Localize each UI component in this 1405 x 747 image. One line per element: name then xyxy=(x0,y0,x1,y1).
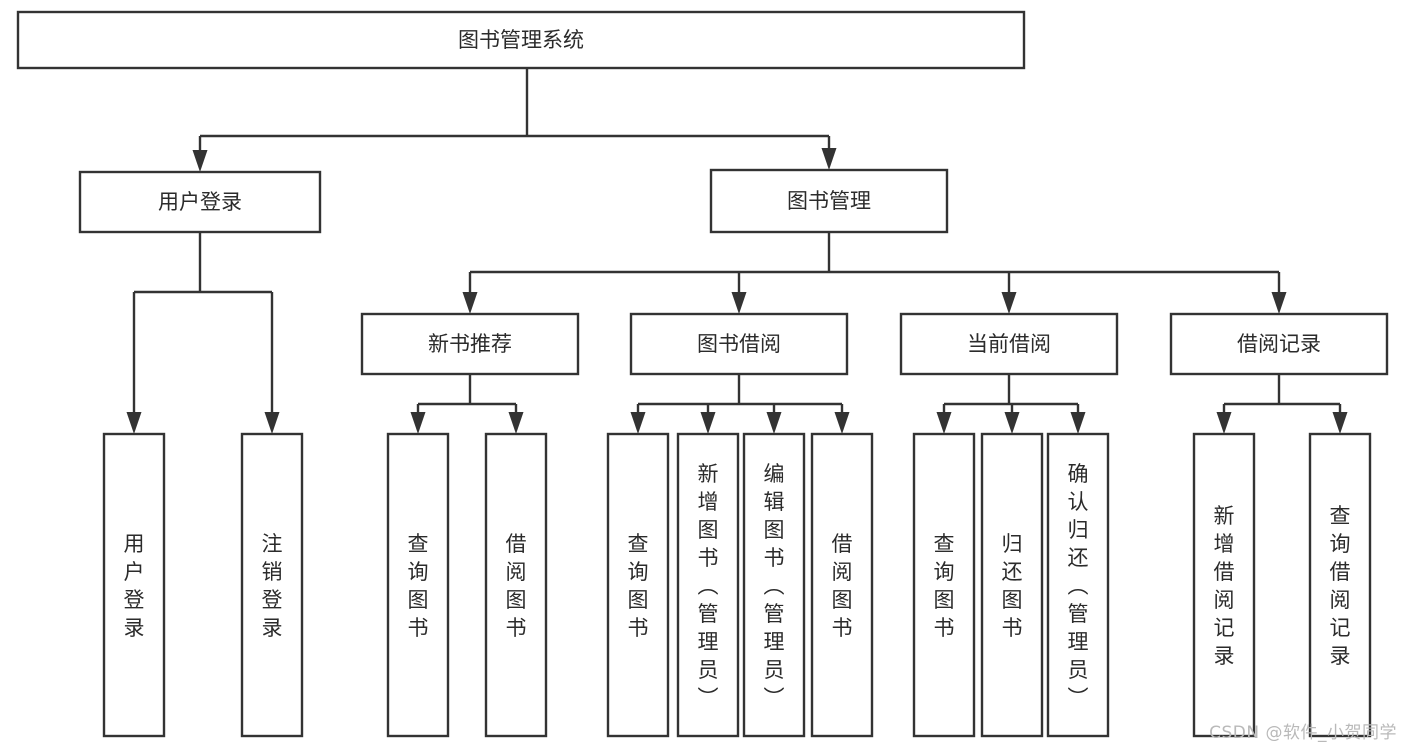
arrow-head-icon xyxy=(834,412,850,434)
node-leaf-query-book-3[interactable]: 查询图书 xyxy=(912,432,976,738)
node-leaf-return-book[interactable]: 归还图书 xyxy=(980,432,1044,738)
node-box xyxy=(1308,432,1372,738)
arrow-head-icon xyxy=(126,412,142,434)
connector-bus-current-borrow xyxy=(936,374,1086,434)
node-user-login[interactable]: 用户登录 xyxy=(78,170,322,234)
node-box xyxy=(899,312,1119,376)
node-label: 图书管理系统 xyxy=(458,28,584,52)
node-current-borrow[interactable]: 当前借阅 xyxy=(899,312,1119,376)
node-box xyxy=(484,432,548,738)
node-leaf-user-login[interactable]: 用户登录 xyxy=(102,432,166,738)
node-box xyxy=(606,432,670,738)
node-leaf-logout-login[interactable]: 注销登录 xyxy=(240,432,304,738)
arrow-head-icon xyxy=(700,412,716,434)
node-leaf-query-borrow-record[interactable]: 查询借阅记录 xyxy=(1308,432,1372,738)
node-label: 注销登录 xyxy=(262,532,283,640)
node-label: 借阅图书 xyxy=(506,532,527,640)
node-book-borrow[interactable]: 图书借阅 xyxy=(629,312,849,376)
node-label: 查询图书 xyxy=(934,532,955,640)
node-leaf-borrow-book-2[interactable]: 借阅图书 xyxy=(810,432,874,738)
node-label: 编辑图书︵管理员︶ xyxy=(764,462,785,710)
arrow-head-icon xyxy=(766,412,782,434)
node-box xyxy=(1046,432,1110,738)
connector-bus-root xyxy=(192,68,837,172)
node-label: 新增图书︵管理员︶ xyxy=(698,462,719,710)
connector-layer xyxy=(126,68,1348,434)
node-box xyxy=(1192,432,1256,738)
node-leaf-borrow-book-1[interactable]: 借阅图书 xyxy=(484,432,548,738)
connector-bus-book-management xyxy=(462,232,1287,314)
node-box xyxy=(102,432,166,738)
node-leaf-query-book-1[interactable]: 查询图书 xyxy=(386,432,450,738)
node-label: 用户登录 xyxy=(124,532,145,640)
node-label: 确认归还︵管理员︶ xyxy=(1068,462,1089,710)
arrow-head-icon xyxy=(264,412,280,434)
arrow-head-icon xyxy=(936,412,952,434)
connector-bus-new-book xyxy=(410,374,524,434)
node-book-management[interactable]: 图书管理 xyxy=(709,168,949,234)
node-box xyxy=(78,170,322,234)
node-label: 查询图书 xyxy=(408,532,429,640)
node-box xyxy=(360,312,580,376)
connector-bus-user-login xyxy=(126,232,280,434)
node-label: 图书管理 xyxy=(787,189,871,213)
arrow-head-icon xyxy=(462,292,478,314)
arrow-head-icon xyxy=(1001,292,1017,314)
node-label: 借阅记录 xyxy=(1237,332,1321,356)
node-leaf-add-borrow-record[interactable]: 新增借阅记录 xyxy=(1192,432,1256,738)
node-root[interactable]: 图书管理系统 xyxy=(16,10,1026,70)
watermark: CSDN @软件_小贺同学 xyxy=(1209,723,1397,743)
node-box xyxy=(240,432,304,738)
node-box xyxy=(709,168,949,234)
arrow-head-icon xyxy=(731,292,747,314)
connector-bus-borrow-record xyxy=(1216,374,1348,434)
node-label: 查询图书 xyxy=(628,532,649,640)
node-label: 新书推荐 xyxy=(428,332,512,356)
node-label: 图书借阅 xyxy=(697,332,781,356)
node-box xyxy=(386,432,450,738)
node-borrow-record[interactable]: 借阅记录 xyxy=(1169,312,1389,376)
node-label: 当前借阅 xyxy=(967,332,1051,356)
node-leaf-confirm-return[interactable]: 确认归还︵管理员︶ xyxy=(1046,432,1110,738)
connector-bus-book-borrow xyxy=(630,374,850,434)
arrow-head-icon xyxy=(192,150,208,172)
node-leaf-add-book[interactable]: 新增图书︵管理员︶ xyxy=(676,432,740,738)
node-box xyxy=(810,432,874,738)
arrow-head-icon xyxy=(1332,412,1348,434)
node-box xyxy=(912,432,976,738)
node-box xyxy=(980,432,1044,738)
arrow-head-icon xyxy=(410,412,426,434)
node-label: 借阅图书 xyxy=(832,532,853,640)
node-box xyxy=(629,312,849,376)
arrow-head-icon xyxy=(1216,412,1232,434)
arrow-head-icon xyxy=(1271,292,1287,314)
node-label: 查询借阅记录 xyxy=(1330,504,1351,668)
node-box xyxy=(16,10,1026,70)
node-label: 新增借阅记录 xyxy=(1214,504,1235,668)
arrow-head-icon xyxy=(630,412,646,434)
node-label: 归还图书 xyxy=(1002,532,1023,640)
node-leaf-query-book-2[interactable]: 查询图书 xyxy=(606,432,670,738)
node-label: 用户登录 xyxy=(158,190,242,214)
node-new-book-recommend[interactable]: 新书推荐 xyxy=(360,312,580,376)
arrow-head-icon xyxy=(1004,412,1020,434)
node-box xyxy=(1169,312,1389,376)
node-box xyxy=(676,432,740,738)
arrow-head-icon xyxy=(508,412,524,434)
arrow-head-icon xyxy=(1070,412,1086,434)
node-box xyxy=(742,432,806,738)
arrow-head-icon xyxy=(821,148,837,170)
node-leaf-edit-book[interactable]: 编辑图书︵管理员︶ xyxy=(742,432,806,738)
